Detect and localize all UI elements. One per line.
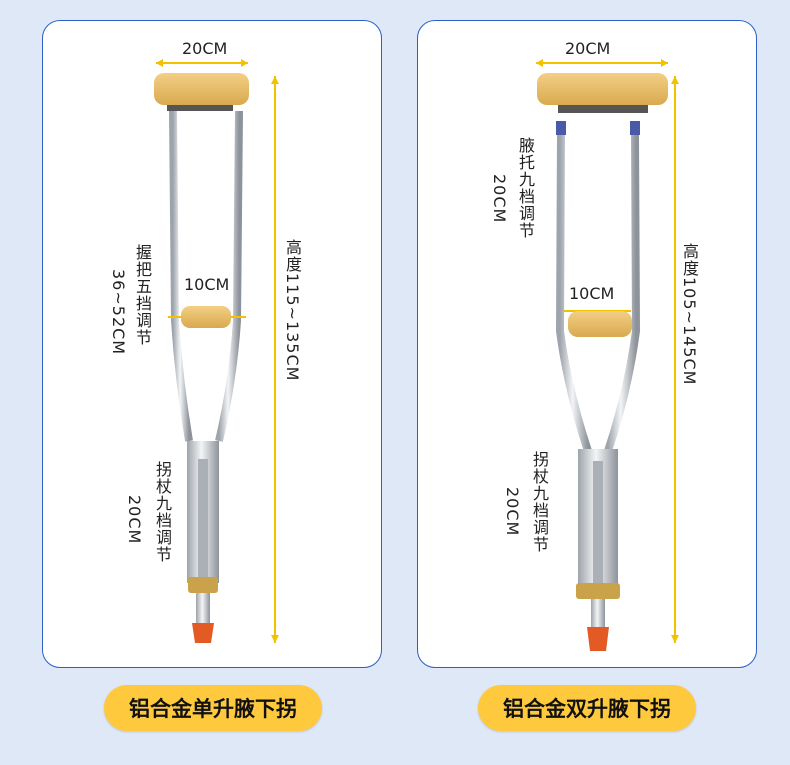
armpit-adjust-label: 腋托九档调节	[516, 137, 535, 239]
top-width-label: 20CM	[182, 39, 228, 58]
grip-adjust-range: 36~52CM	[109, 269, 128, 356]
right-product-panel: 20CM 10CM 腋托九档调节 20CM 高度105~145CM 拐杖九档调节…	[417, 20, 757, 668]
top-width-label: 20CM	[565, 39, 611, 58]
leg-adjust-label: 拐杖九档调节	[530, 451, 549, 553]
leg-adjust-range: 20CM	[503, 487, 522, 537]
grip-adjust-label: 握把五挡调节	[133, 244, 152, 346]
rubber-tip	[192, 623, 214, 643]
double-crutch-badge: 铝合金双升腋下拐	[478, 685, 696, 731]
double-crutch-illustration	[536, 59, 679, 651]
left-product-panel: 20CM 10CM 握把五挡调节 36~52CM 高度115~135CM 拐杖九…	[42, 20, 382, 668]
grip-width-label: 10CM	[569, 284, 615, 303]
leg-adjust-label: 拐杖九档调节	[153, 461, 172, 563]
grip-width-label: 10CM	[184, 275, 230, 294]
hand-grip	[181, 306, 231, 328]
hand-grip	[568, 311, 632, 337]
single-crutch-badge: 铝合金单升腋下拐	[104, 685, 322, 731]
height-label: 高度115~135CM	[283, 239, 302, 382]
armpit-adjust-range: 20CM	[490, 174, 509, 224]
single-crutch-illustration	[154, 59, 279, 643]
height-label: 高度105~145CM	[680, 243, 699, 386]
rubber-tip	[587, 627, 609, 651]
armpit-pad	[154, 73, 249, 105]
leg-adjust-range: 20CM	[125, 495, 144, 545]
armpit-pad	[537, 73, 668, 105]
